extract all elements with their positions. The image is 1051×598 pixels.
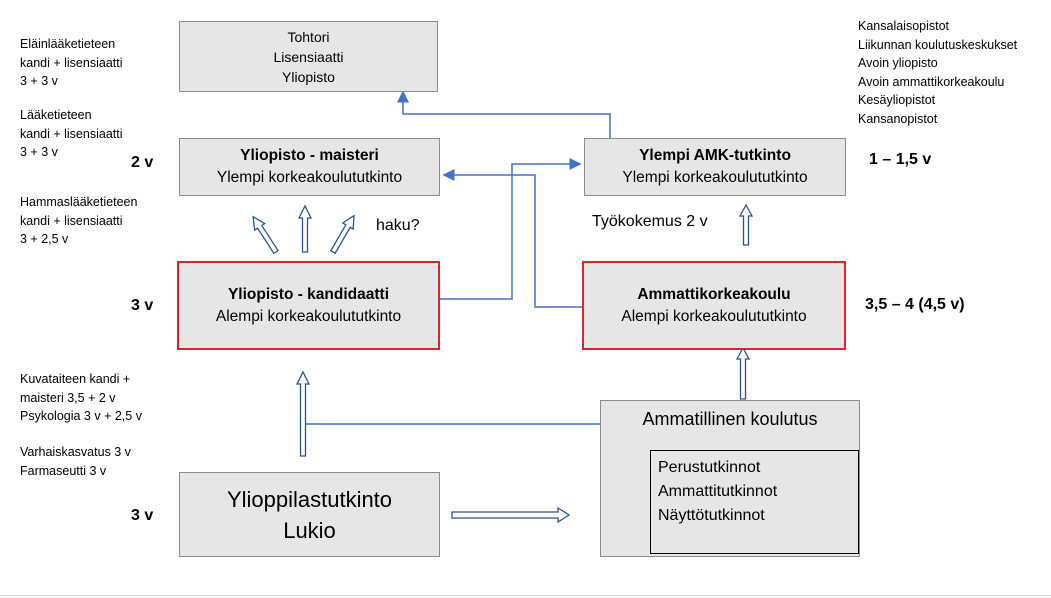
- note-medicine-line-3: 3 + 3 v: [20, 145, 58, 159]
- haku-label: haku?: [376, 217, 420, 234]
- note-medicine-line-1: Lääketieteen: [20, 108, 92, 122]
- upper-secondary-box: Ylioppilastutkinto Lukio: [179, 472, 440, 557]
- upper-secondary-line-1: Ylioppilastutkinto: [226, 486, 393, 512]
- duration-amk-master: 1 – 1,5 v: [869, 151, 932, 168]
- note-veterinary-line-1: Eläinlääketieteen: [20, 37, 116, 51]
- arrow-bachelor-to-master-center: [297, 204, 313, 253]
- arrow-bachelor-to-master-right: [329, 214, 355, 255]
- note-other-line-3: Avoin yliopisto: [858, 56, 938, 70]
- connector-bachelor-to-amk-master: [440, 158, 582, 300]
- note-other-education: Kansalaisopistot Liikunnan koulutuskesku…: [858, 17, 1017, 128]
- arrow-bachelor-to-master-left: [252, 215, 279, 255]
- vocational-title: Ammatillinen koulutus: [642, 409, 818, 429]
- master-subtitle: Ylempi korkeakoulututkinto: [216, 169, 403, 186]
- vocational-inner-box: Perustutkinnot Ammattitutkinnot Näyttötu…: [650, 450, 859, 554]
- work-experience-label: Työkokemus 2 v: [592, 213, 708, 230]
- note-other-line-5: Kesäyliopistot: [858, 93, 936, 107]
- master-title: Yliopisto - maisteri: [240, 147, 379, 164]
- note-medicine-line-2: kandi + lisensiaatti: [20, 126, 123, 141]
- bachelor-box: Yliopisto - kandidaatti Alempi korkeakou…: [177, 261, 440, 350]
- note-medicine: Lääketieteen kandi + lisensiaatti 3 + 3 …: [20, 106, 123, 162]
- note-dentistry-line-1: Hammaslääketieteen: [20, 195, 138, 209]
- bachelor-title: Yliopisto - kandidaatti: [227, 285, 390, 303]
- bottom-divider: [0, 595, 1051, 596]
- duration-amk: 3,5 – 4 (4,5 v): [865, 296, 965, 313]
- amk-box: Ammattikorkeakoulu Alempi korkeakoulutut…: [582, 261, 846, 350]
- vocational-item-2: Ammattitutkinnot: [658, 483, 778, 500]
- arrow-upper-secondary-to-vocational: [451, 506, 571, 524]
- master-box: Yliopisto - maisteri Ylempi korkeakoulut…: [179, 138, 440, 196]
- doctor-line-2: Lisensiaatti: [273, 48, 344, 65]
- note-early-education-line-2: Farmaseutti 3 v: [20, 463, 107, 478]
- note-fine-arts-line-2: maisteri 3,5 + 2 v: [20, 390, 116, 405]
- amk-subtitle: Alempi korkeakoulututkinto: [621, 307, 807, 325]
- note-dentistry: Hammaslääketieteen kandi + lisensiaatti …: [20, 193, 137, 249]
- note-other-line-1: Kansalaisopistot: [858, 19, 950, 33]
- note-early-education-line-1: Varhaiskasvatus 3 v: [20, 445, 131, 459]
- note-fine-arts-line-1: Kuvataiteen kandi +: [20, 372, 131, 386]
- amk-master-box: Ylempi AMK-tutkinto Ylempi korkeakoulutu…: [584, 138, 846, 196]
- duration-upper-secondary: 3 v: [131, 507, 154, 524]
- arrow-amk-to-amk-master: [738, 203, 754, 246]
- note-other-line-6: Kansanopistot: [858, 111, 938, 126]
- amk-title: Ammattikorkeakoulu: [637, 285, 791, 303]
- doctor-line-3: Yliopisto: [282, 68, 335, 85]
- vocational-item-3: Näyttötutkinnot: [658, 507, 765, 524]
- note-veterinary-line-3: 3 + 3 v: [20, 74, 58, 88]
- duration-master: 2 v: [131, 154, 154, 171]
- amk-master-subtitle: Ylempi korkeakoulututkinto: [622, 169, 808, 186]
- connector-amk-master-to-doctor: [397, 90, 611, 138]
- amk-master-title: Ylempi AMK-tutkinto: [639, 147, 791, 164]
- arrow-upper-secondary-to-bachelor: [295, 370, 311, 457]
- note-dentistry-line-3: 3 + 2,5 v: [20, 232, 69, 246]
- vocational-item-1: Perustutkinnot: [658, 459, 761, 476]
- note-veterinary-line-2: kandi + lisensiaatti: [20, 55, 123, 70]
- connector-amk-to-master: [442, 169, 584, 308]
- bachelor-subtitle: Alempi korkeakoulututkinto: [215, 307, 402, 325]
- note-fine-arts-line-3: Psykologia 3 v + 2,5 v: [20, 409, 142, 423]
- doctor-line-1: Tohtori: [287, 28, 330, 45]
- note-veterinary: Eläinlääketieteen kandi + lisensiaatti 3…: [20, 35, 123, 91]
- duration-bachelor: 3 v: [131, 297, 154, 314]
- note-fine-arts: Kuvataiteen kandi + maisteri 3,5 + 2 v P…: [20, 370, 142, 426]
- note-other-line-4: Avoin ammattikorkeakoulu: [858, 74, 1005, 89]
- note-dentistry-line-2: kandi + lisensiaatti: [20, 213, 123, 228]
- arrow-vocational-to-amk: [735, 346, 751, 400]
- note-early-education: Varhaiskasvatus 3 v Farmaseutti 3 v: [20, 443, 131, 480]
- upper-secondary-line-2: Lukio: [283, 517, 336, 543]
- vocational-box: Ammatillinen koulutus Perustutkinnot Amm…: [600, 400, 860, 557]
- doctor-box: Tohtori Lisensiaatti Yliopisto: [179, 21, 438, 92]
- note-other-line-2: Liikunnan koulutuskeskukset: [858, 37, 1018, 52]
